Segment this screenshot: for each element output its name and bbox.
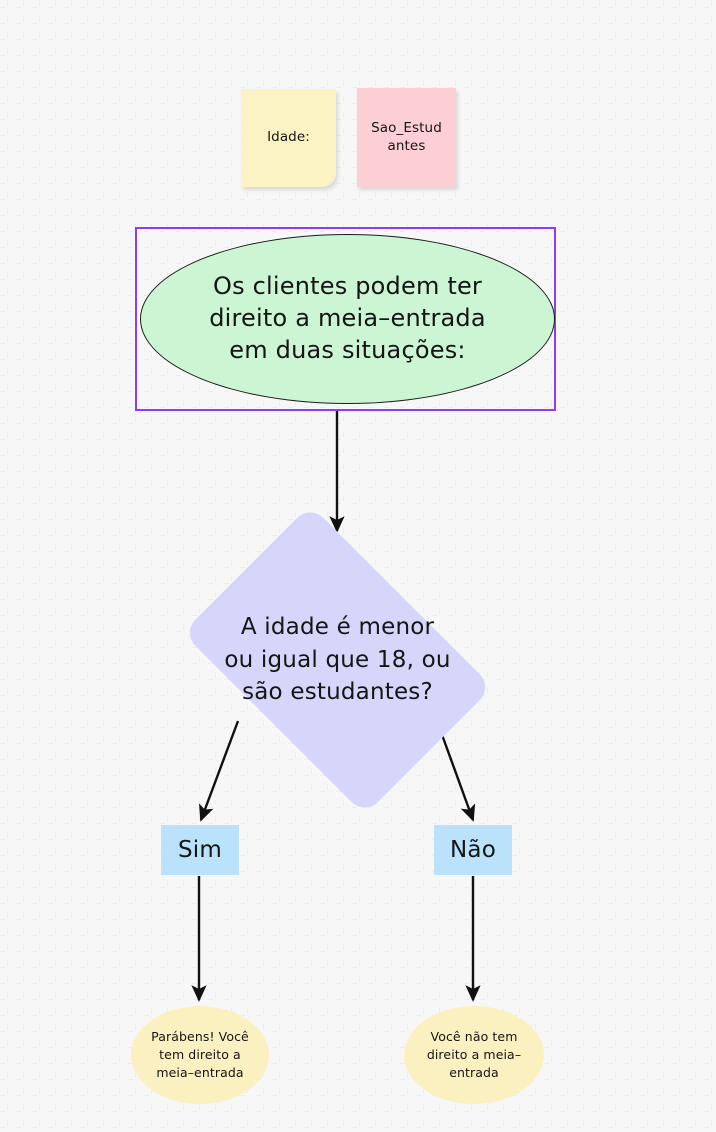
decision-node-label: A idade é menor ou igual que 18, ou são … <box>224 614 451 706</box>
sticky-note-idade[interactable]: Idade: <box>241 89 336 187</box>
start-node-ellipse[interactable]: Os clientes podem ter direito a meia–ent… <box>140 234 555 404</box>
selection-frame[interactable] <box>135 227 556 411</box>
branch-box-nao[interactable]: Não <box>434 825 512 875</box>
branch-box-sim[interactable]: Sim <box>161 825 239 875</box>
terminal-node-yes[interactable]: Parábens! Você tem direito a meia–entrad… <box>131 1006 269 1104</box>
sticky-note-sao-estudantes[interactable]: Sao_Estud antes <box>357 88 456 187</box>
terminal-node-no[interactable]: Você não tem direito a meia– entrada <box>404 1006 544 1104</box>
